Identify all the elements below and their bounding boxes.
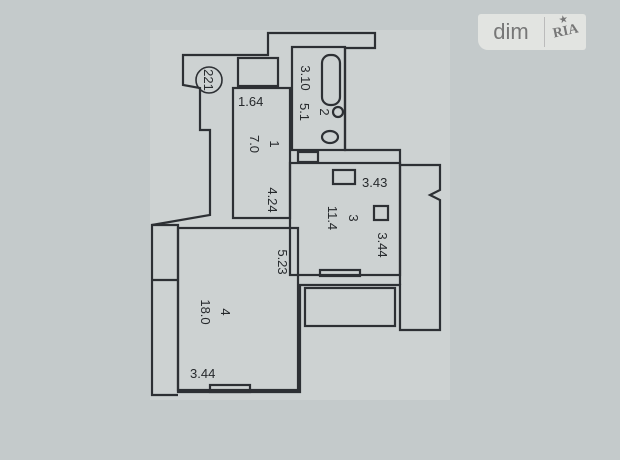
- apartment-number-circle: [195, 66, 223, 94]
- watermark-dim: dim: [478, 17, 545, 47]
- room-4-width: 3.44: [190, 366, 215, 381]
- room-1-area: 7.0: [247, 135, 262, 153]
- room-1-number: 1: [267, 140, 282, 147]
- room-2-area: 5.1: [297, 103, 312, 121]
- room-3-width: 3.43: [362, 175, 387, 190]
- room-3-area: 11.4: [325, 206, 340, 230]
- watermark-ria-logo: RIA: [552, 22, 580, 43]
- room-1-length: 4.24: [265, 187, 280, 212]
- room-4-number: 4: [218, 308, 233, 315]
- walls: [150, 31, 442, 397]
- room-4-area: 18.0: [198, 299, 213, 324]
- room-3-number: 3: [346, 214, 361, 221]
- room-3-length: 3.44: [375, 232, 390, 257]
- room-2-number: 2: [317, 108, 332, 115]
- dim-ria-watermark: dim RIA: [478, 14, 586, 50]
- room-4-length: 5.23: [275, 249, 290, 274]
- apartment-number: 221: [201, 69, 216, 91]
- room-1-width: 1.64: [238, 94, 263, 109]
- room-2-length: 3.10: [298, 65, 313, 90]
